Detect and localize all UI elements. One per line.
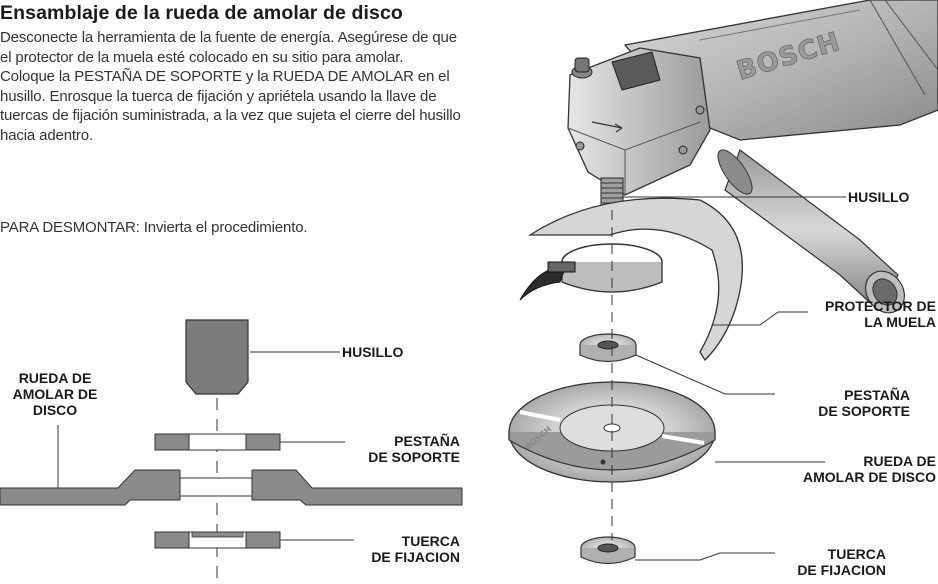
exploded-label-protector-line1: PROTECTOR DE	[825, 298, 936, 314]
exploded-label-protector: PROTECTOR DE LA MUELA	[790, 298, 936, 330]
cross-label-rueda-line1: RUEDA DE	[18, 370, 92, 386]
flange-section	[154, 433, 281, 451]
exploded-view-drawing: BOSCH	[508, 0, 938, 565]
cross-label-tuerca-line1: TUERCA	[401, 533, 460, 549]
exploded-label-rueda: RUEDA DE AMOLAR DE DISCO	[790, 453, 936, 485]
cross-label-pestana: PESTAÑA DE SOPORTE	[340, 433, 460, 465]
cross-label-husillo: HUSILLO	[342, 344, 404, 360]
cross-label-rueda-line3: DISCO	[32, 402, 78, 418]
exploded-label-tuerca: TUERCA DE FIJACION	[770, 546, 886, 578]
exploded-label-rueda-line2: AMOLAR DE DISCO	[803, 469, 936, 485]
exploded-label-rueda-line1: RUEDA DE	[863, 453, 936, 469]
cross-label-tuerca: TUERCA DE FIJACION	[340, 533, 460, 565]
exploded-label-pestana: PESTAÑA DE SOPORTE	[790, 387, 910, 419]
exploded-label-husillo: HUSILLO	[848, 189, 910, 205]
instructions-paragraph: Desconecte la herramienta de la fuente d…	[0, 29, 461, 144]
cross-label-rueda-line2: AMOLAR DE	[12, 386, 98, 402]
exploded-label-tuerca-line1: TUERCA	[827, 546, 886, 562]
exploded-label-tuerca-line2: DE FIJACION	[797, 562, 886, 578]
spindle-section	[185, 319, 249, 395]
exploded-label-pestana-line2: DE SOPORTE	[818, 403, 910, 419]
wheel-section	[0, 469, 463, 506]
nut-section	[154, 531, 281, 549]
exploded-label-protector-line2: LA MUELA	[864, 314, 936, 330]
cross-label-pestana-line2: DE SOPORTE	[368, 449, 460, 465]
cross-label-tuerca-line2: DE FIJACION	[371, 549, 460, 565]
exploded-label-pestana-line1: PESTAÑA	[844, 387, 910, 403]
cross-label-rueda: RUEDA DE AMOLAR DE DISCO	[2, 370, 108, 418]
section-heading: Ensamblaje de la rueda de amolar de disc…	[0, 2, 403, 24]
cross-section-diagram	[0, 319, 463, 584]
cross-label-pestana-line1: PESTAÑA	[394, 433, 460, 449]
disassembly-note: PARA DESMONTAR: Invierta el procedimient…	[0, 219, 308, 236]
